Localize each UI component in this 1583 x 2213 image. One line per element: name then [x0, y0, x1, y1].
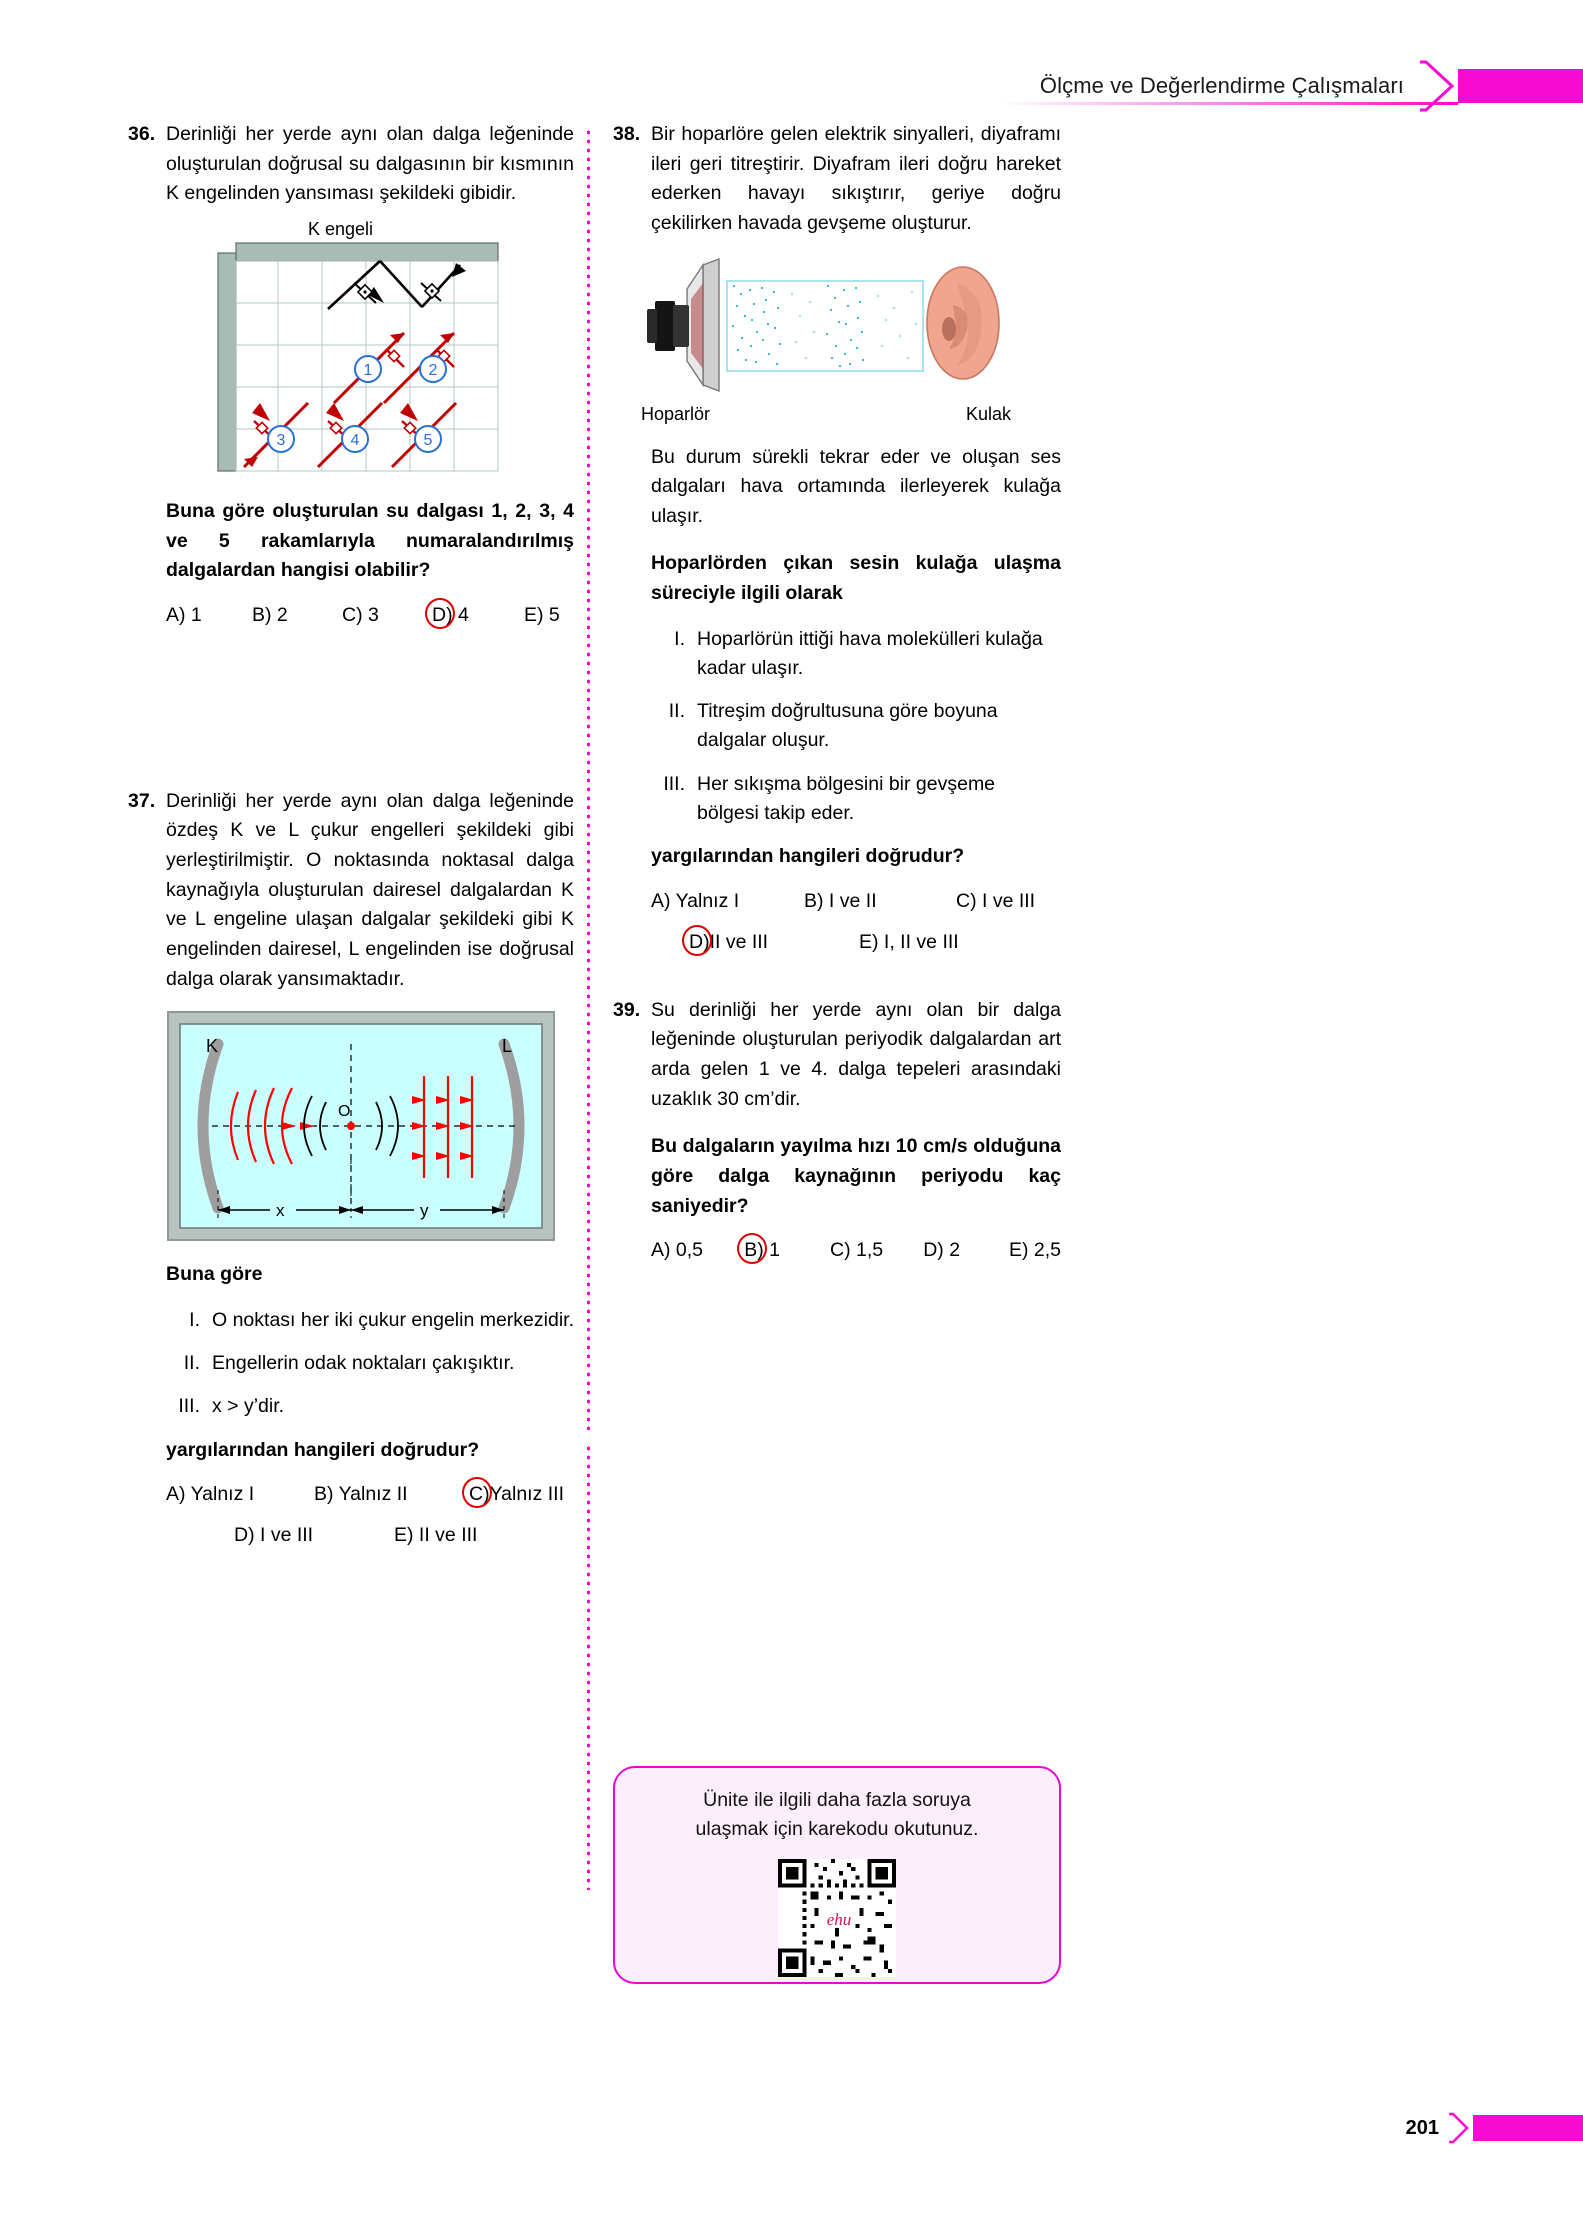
question-38-prompt: Hoparlörden çıkan sesin kulağa ulaşma sü… — [651, 552, 1061, 604]
wave-number-5: 5 — [424, 432, 433, 449]
wave-number-4: 4 — [351, 432, 360, 449]
question-37-statements: I. O noktası her iki çukur engelin merke… — [172, 1306, 574, 1422]
option-37-b[interactable]: B) Yalnız II — [314, 1483, 408, 1506]
option-38-c[interactable]: C) I ve III — [956, 889, 1036, 912]
question-38-stem2: Bu durum sürekli tekrar eder ve oluşan s… — [651, 445, 1061, 527]
figure-38-svg — [647, 257, 1000, 392]
question-37-options-row1: A) Yalnız I B) Yalnız II C)Yalnız III — [166, 1477, 574, 1509]
question-38: 38. Bir hoparlöre gelen elektrik sinyall… — [613, 120, 1061, 956]
option-39-d[interactable]: D) 2 — [923, 1239, 961, 1262]
header-title: Ölçme ve Değerlendirme Çalışmaları — [1039, 73, 1404, 98]
page-number: 201 — [1405, 2116, 1439, 2139]
question-39-stem: Su derinliği her yerde aynı olan bir dal… — [651, 998, 1061, 1110]
header-accent-bar — [1458, 69, 1583, 103]
figure-36-barrier-label: K engeli — [308, 218, 374, 239]
question-38-stem: Bir hoparlöre gelen elektrik sinyalleri,… — [651, 123, 1061, 234]
option-36-b[interactable]: B) 2 — [252, 603, 288, 626]
option-37-e[interactable]: E) II ve III — [394, 1524, 478, 1547]
option-39-b[interactable]: B) 1 — [737, 1233, 830, 1265]
option-37-a[interactable]: A) Yalnız I — [166, 1483, 255, 1506]
statement-37-2: II. Engellerin odak noktaları çakışıktır… — [183, 1352, 515, 1374]
question-38-question-line: yargılarından hangileri doğrudur? — [651, 845, 965, 868]
question-38-statements: I. Hoparlörün ittiği hava molekülleri ku… — [657, 625, 1061, 829]
option-38-b[interactable]: B) I ve II — [804, 889, 877, 912]
option-36-e[interactable]: E) 5 — [524, 603, 560, 626]
figure-36-svg: 1 2 3 4 5 — [217, 242, 499, 472]
option-36-d[interactable]: D) 4 — [425, 597, 524, 629]
column-divider-lower — [587, 1444, 590, 1890]
page-footer: 201 — [1406, 2111, 1583, 2145]
option-38-a[interactable]: A) Yalnız I — [651, 889, 740, 912]
qr-text-line2: ulaşmak için karekodu okutunuz. — [695, 1818, 979, 1841]
right-column: 38. Bir hoparlöre gelen elektrik sinyall… — [613, 120, 1061, 1266]
option-39-e[interactable]: E) 2,5 — [1008, 1239, 1061, 1262]
figure-37-label-k: K — [206, 1036, 218, 1056]
question-36-options: A) 1 B) 2 C) 3 D) 4 E) 5 — [166, 597, 574, 629]
question-37-stem: Derinliği her yerde aynı olan dalga leğe… — [166, 789, 574, 990]
option-39-c[interactable]: C) 1,5 — [829, 1239, 884, 1262]
figure-37-label-l: L — [502, 1036, 512, 1056]
question-38-options-row2: D)II ve III E) I, II ve III — [682, 924, 1061, 956]
footer-chevron-icon — [1447, 2111, 1473, 2145]
column-divider — [587, 128, 590, 1430]
option-37-c[interactable]: C)Yalnız III — [462, 1477, 564, 1509]
figure-37-source-label: O — [338, 1103, 350, 1120]
statement-38-2: II. Titreşim doğrultusuna göre boyuna da… — [668, 700, 998, 752]
option-39-a[interactable]: A) 0,5 — [651, 1239, 704, 1262]
caption-speaker: Hoparlör — [641, 403, 711, 424]
option-36-a[interactable]: A) 1 — [166, 603, 202, 626]
figure-37-dim-x: x — [276, 1201, 285, 1220]
question-37-number: 37. — [128, 789, 156, 812]
figure-37-dim-y: y — [420, 1201, 429, 1220]
footer-accent-bar — [1473, 2115, 1583, 2141]
wave-number-3: 3 — [277, 432, 286, 449]
option-38-d[interactable]: D)II ve III — [682, 924, 859, 956]
left-column: 36. Derinliği her yerde aynı olan dalga … — [128, 120, 574, 1551]
wave-number-2: 2 — [429, 362, 438, 379]
question-37: 37. Derinliği her yerde aynı olan dalga … — [128, 787, 574, 1547]
statement-37-3: III. x > y’dir. — [178, 1395, 285, 1418]
question-36-prompt: Buna göre oluşturulan su dalgası 1, 2, 3… — [166, 499, 574, 582]
question-38-options-row1: A) Yalnız I B) I ve II C) I ve III — [651, 890, 1061, 913]
caption-ear: Kulak — [965, 403, 1011, 424]
question-36-stem: Derinliği her yerde aynı olan dalga leğe… — [166, 123, 574, 205]
qr-code[interactable]: ehu — [778, 1858, 896, 1977]
option-37-d[interactable]: D) I ve III — [234, 1524, 314, 1547]
question-37-question-line: yargılarından hangileri doğrudur? — [166, 1438, 480, 1461]
qr-logo-text: ehu — [827, 1909, 852, 1928]
question-38-figure — [641, 253, 1011, 398]
qr-text-line1: Ünite ile ilgili daha fazla soruya — [703, 1789, 971, 1811]
question-36-figure: K engeli — [208, 218, 508, 479]
figure-37-svg: K L O — [167, 1011, 555, 1242]
statement-38-1: I. Hoparlörün ittiği hava molekülleri ku… — [674, 627, 1043, 679]
question-38-number: 38. — [613, 123, 641, 145]
question-36: 36. Derinliği her yerde aynı olan dalga … — [128, 120, 574, 629]
question-39-options: A) 0,5 B) 1 C) 1,5 D) 2 E) 2,5 — [651, 1233, 1061, 1265]
qr-info-box: Ünite ile ilgili daha fazla soruya ulaşm… — [613, 1766, 1061, 1984]
statement-38-3: III. Her sıkışma bölgesini bir gevşeme b… — [663, 772, 996, 824]
option-36-c[interactable]: C) 3 — [342, 603, 379, 626]
option-38-e[interactable]: E) I, II ve III — [859, 930, 959, 953]
statement-37-1: I. O noktası her iki çukur engelin merke… — [189, 1308, 574, 1331]
question-39-number: 39. — [613, 998, 641, 1021]
question-38-figure-captions: Hoparlör Kulak — [641, 404, 1011, 425]
question-36-number: 36. — [128, 123, 156, 145]
question-37-options-row2: D) I ve III E) II ve III — [234, 1524, 574, 1547]
question-39: 39. Su derinliği her yerde aynı olan bir… — [613, 996, 1061, 1265]
header-chevron-icon — [1418, 58, 1460, 114]
page-header: Ölçme ve Değerlendirme Çalışmaları — [0, 58, 1583, 114]
question-37-prompt: Buna göre — [166, 1263, 263, 1286]
question-37-figure: K L O — [166, 1010, 556, 1242]
header-underline — [998, 102, 1458, 105]
wave-number-1: 1 — [364, 362, 373, 379]
question-39-prompt: Bu dalgaların yayılma hızı 10 cm/s olduğ… — [651, 1135, 1061, 1217]
